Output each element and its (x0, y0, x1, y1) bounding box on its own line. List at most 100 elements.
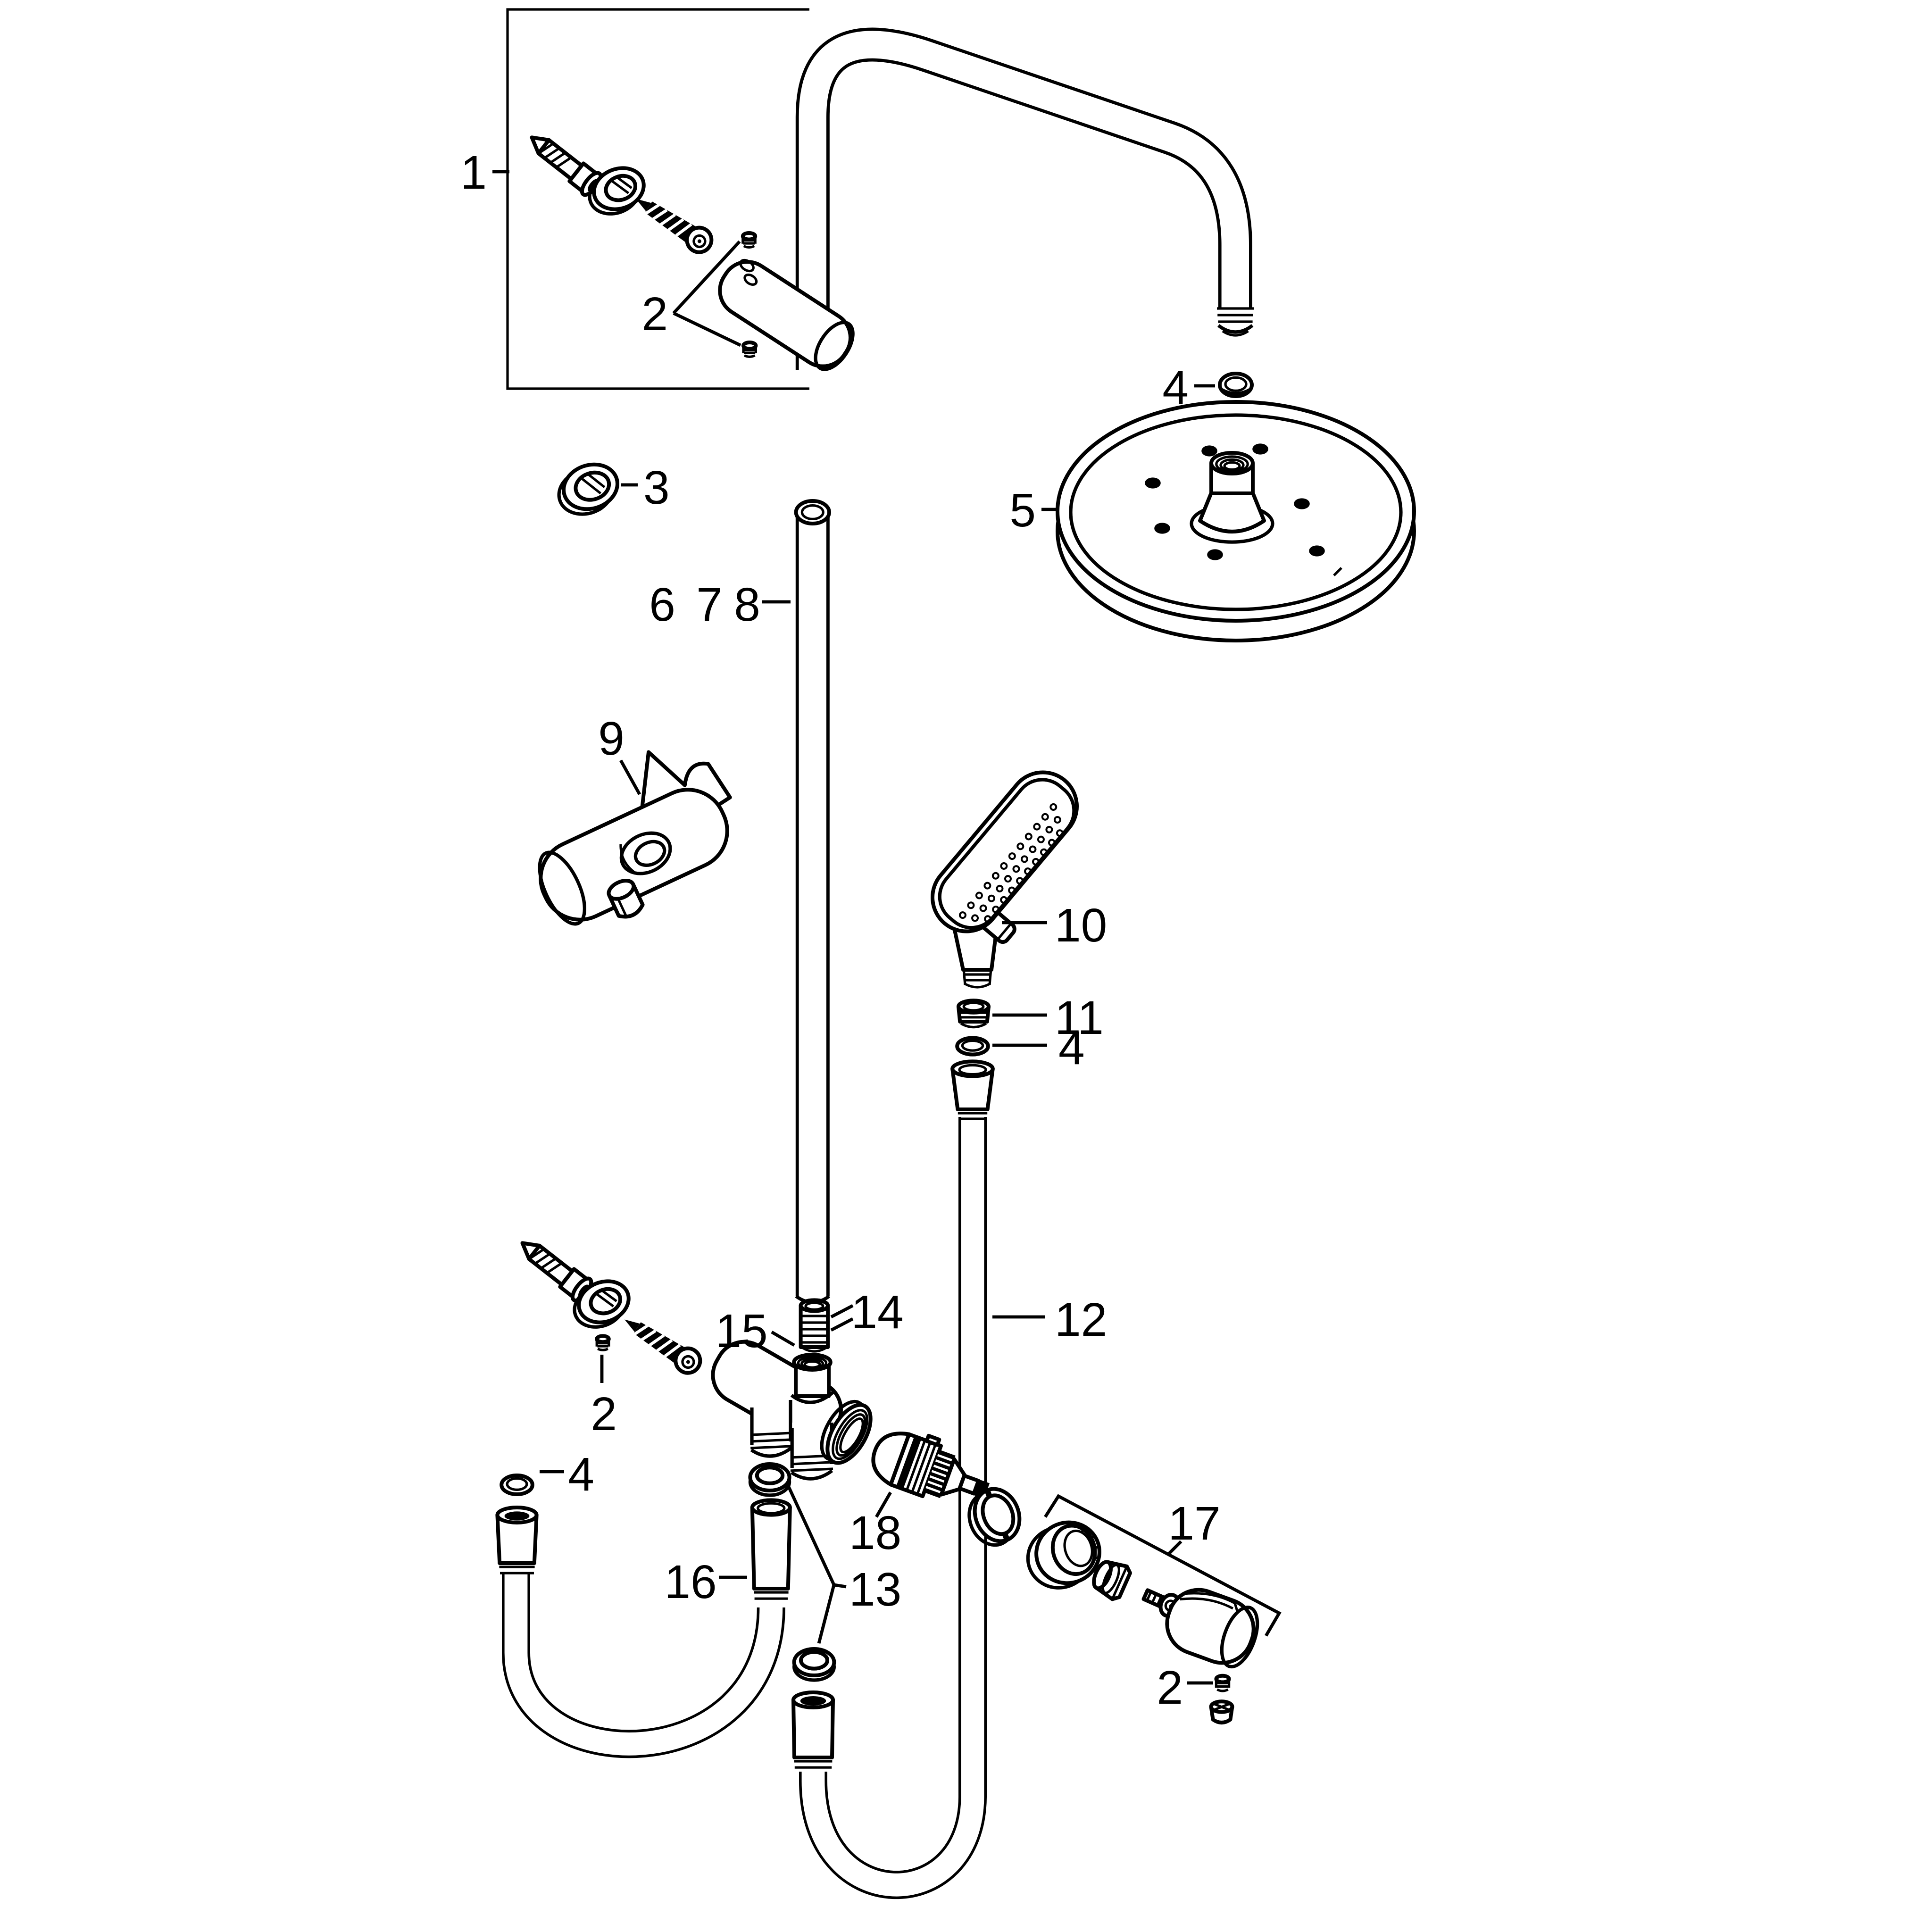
t-connector-port (750, 1400, 792, 1458)
spray-nozzle-dot (1016, 842, 1024, 850)
spray-nozzle-dot (1048, 839, 1056, 847)
leader-line (787, 1486, 836, 1644)
wood-screw (636, 199, 714, 254)
part-number-label: 17 (1168, 1497, 1220, 1550)
wood-screw (625, 1319, 702, 1375)
leader-line (771, 1331, 795, 1347)
callout-part-4: 4 (992, 1022, 1085, 1074)
hose-end-fitting (791, 1690, 835, 1769)
hose-end-fitting (495, 1506, 539, 1574)
spray-nozzle-dot (983, 882, 991, 890)
callout-part-3: 3 (621, 461, 670, 514)
part-number-label: 13 (849, 1563, 901, 1616)
part-number-label: 11 (1055, 991, 1104, 1044)
hose-gasket (792, 1647, 836, 1682)
callout-part-4: 4 (540, 1448, 594, 1501)
part-number-label: 12 (1055, 1293, 1107, 1346)
leader-line (1044, 1494, 1282, 1637)
part-number-label: 10 (1055, 899, 1107, 952)
callout-part-11: 11 (992, 991, 1104, 1044)
callout-part-1: 1 (460, 146, 509, 199)
part-number-label: 16 (664, 1556, 716, 1608)
leader-line (673, 311, 741, 347)
spray-nozzle-dot (991, 872, 999, 880)
callout-part-17: 17 (1044, 1494, 1282, 1637)
part-number-label: 8 (734, 578, 760, 631)
part-number-label: 6 (649, 578, 675, 631)
leader-line (830, 1317, 854, 1332)
hose-gasket (748, 1462, 791, 1497)
spray-nozzle-dot (1049, 803, 1058, 811)
handle-cap-sleeve (1026, 1520, 1101, 1590)
set-screw (595, 1334, 611, 1351)
spray-nozzle-dot (984, 915, 992, 923)
spray-nozzle-dot (1012, 865, 1020, 873)
callout-part-18: 18 (849, 1491, 901, 1559)
spray-nozzle-dot (1008, 886, 1016, 894)
hand-shower (931, 770, 1079, 989)
part-number-label: 18 (849, 1507, 901, 1559)
handle-threads (962, 969, 992, 989)
spray-nozzle-dot (992, 906, 1000, 914)
part-number-label: 7 (696, 578, 723, 631)
gasket-washer (500, 1474, 534, 1496)
t-connector (711, 1340, 873, 1481)
spray-nozzle-dot (1004, 875, 1012, 883)
part-number-label: 15 (715, 1305, 767, 1357)
spray-nozzle-dot (958, 911, 966, 919)
spray-nozzle-dot (1032, 858, 1040, 866)
hub-cone (1198, 489, 1266, 533)
handle-insert (1092, 1560, 1133, 1601)
hose-end-fitting (750, 1498, 792, 1600)
part-number-label: 2 (591, 1388, 617, 1441)
set-screw (1214, 1674, 1231, 1692)
t-connector-top-port (790, 1353, 835, 1404)
spray-nozzle-dot (1056, 829, 1064, 837)
leader-line (875, 1491, 892, 1518)
shower-pipe (794, 499, 832, 1304)
spray-nozzle-dot (1024, 867, 1032, 875)
hub-threaded-collar (1209, 451, 1255, 495)
callout-part-2: 2 (591, 1355, 617, 1441)
spray-nozzle-dot (1037, 835, 1045, 843)
slider-holder (538, 750, 732, 926)
escutcheon-ring (588, 166, 646, 216)
part-number-label: 5 (1009, 484, 1036, 537)
overhead-shower (1056, 400, 1416, 642)
escutcheon-ring (573, 1279, 631, 1329)
leader-line (830, 1304, 854, 1319)
wall-plug-anchor (520, 1241, 593, 1303)
handle-knob (1165, 1588, 1259, 1669)
part-number-label: 2 (641, 288, 668, 341)
gasket-washer (1218, 372, 1254, 398)
shower-hose-short (495, 1498, 792, 1758)
callout-part-13: 13 (787, 1486, 901, 1644)
part-number-label: 3 (643, 461, 670, 514)
spray-nozzle-dot (1020, 855, 1028, 863)
spray-dimples (1145, 443, 1325, 560)
callout-part-5: 5 (1009, 484, 1058, 537)
cartridge-ring-nut (967, 1487, 1022, 1547)
spray-dots (958, 803, 1064, 923)
spray-nozzle-dot (1000, 896, 1008, 904)
spray-nozzle-dot (1029, 845, 1037, 853)
spray-nozzle-dot (988, 894, 996, 902)
callout-part-7: 7 (696, 578, 723, 631)
spray-nozzle-dot (1016, 877, 1024, 885)
spray-nozzle-dot (971, 914, 979, 922)
cap-nut (1209, 1699, 1234, 1724)
handle-assembly (1026, 1520, 1259, 1669)
arm-threaded-end (1217, 307, 1254, 337)
spray-nozzle-dot (979, 904, 987, 912)
spray-nozzle-dot (967, 901, 975, 909)
spray-nozzle-dot (1033, 823, 1041, 831)
spray-nozzle-dot (975, 891, 983, 899)
part-number-label: 4 (568, 1448, 594, 1501)
leader-line (1166, 1540, 1183, 1556)
callout-part-8: 8 (734, 578, 791, 631)
part-number-label: 4 (1058, 1022, 1085, 1074)
adapter-nipple (799, 1298, 830, 1353)
callout-part-4: 4 (1162, 361, 1215, 414)
